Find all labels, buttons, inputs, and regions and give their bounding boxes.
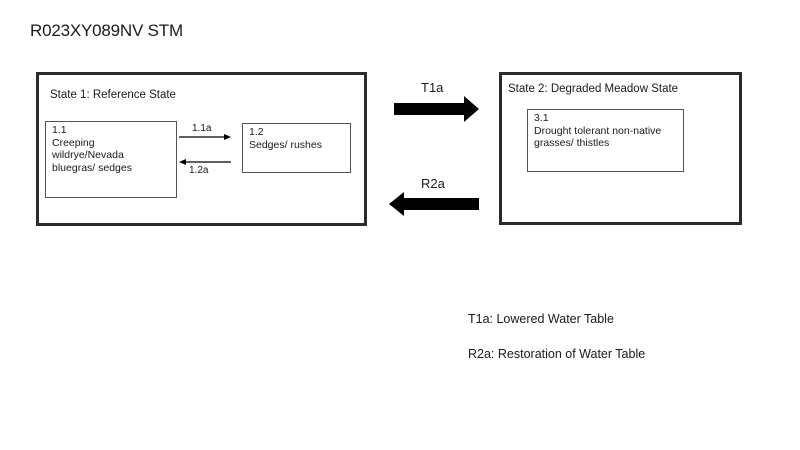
community-1-2-box: 1.2 Sedges/ rushes [242,123,351,173]
community-1-1-line: Creeping [52,136,95,149]
community-1-2-id: 1.2 [249,126,264,138]
community-3-1-id: 3.1 [534,112,549,124]
transition-t1a-label: T1a [421,80,444,95]
state-2-label: State 2: Degraded Meadow State [508,83,679,95]
pathway-1-2a-arrow [179,159,231,165]
community-1-1-line: bluegras/ sedges [52,161,132,174]
transition-t1a-arrow [394,96,479,122]
community-3-1-line: grasses/ thistles [534,137,610,149]
pathway-1-1a-label: 1.1a [192,123,212,134]
diagram-title: R023XY089NV STM [30,21,183,40]
community-3-1-box: 3.1 Drought tolerant non-native grasses/… [527,109,684,172]
community-1-1-id: 1.1 [52,124,67,136]
transition-r2a-label: R2a [421,176,445,191]
transition-r2a-arrow [389,192,479,216]
community-3-1-line: Drought tolerant non-native [534,124,662,137]
community-1-1-line: wildrye/Nevada [52,149,124,161]
legend-t1a: T1a: Lowered Water Table [468,312,614,326]
community-1-1-box: 1.1 Creeping wildrye/Nevada bluegras/ se… [45,121,177,198]
community-1-2-line: Sedges/ rushes [249,138,322,151]
pathway-1-2a-label: 1.2a [189,165,209,176]
pathway-1-1a-arrow [179,134,231,140]
state-1-label: State 1: Reference State [50,89,176,101]
legend-r2a: R2a: Restoration of Water Table [468,347,646,361]
